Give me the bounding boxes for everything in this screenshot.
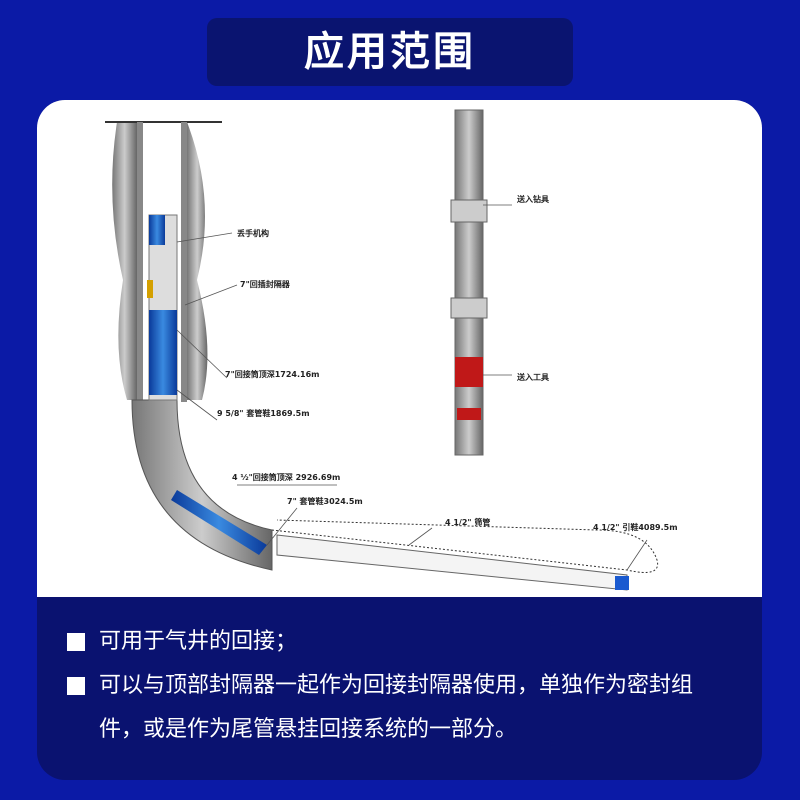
well-schematic: 丢手机构 7"回插封隔器 7"回接筒顶深1724.16m 9 5/8" 套管鞋1… — [105, 109, 678, 591]
label-release-mechanism: 丢手机构 — [237, 228, 269, 238]
label-running-tool: 送入工具 — [516, 372, 549, 382]
feature-list: 可用于气井的回接； 可以与顶部封隔器一起作为回接封隔器使用，单独作为密封组件，或… — [67, 620, 732, 752]
well-diagram: 丢手机构 7"回插封隔器 7"回接筒顶深1724.16m 9 5/8" 套管鞋1… — [37, 100, 762, 597]
bullet-square-icon — [67, 677, 85, 695]
list-item: 可以与顶部封隔器一起作为回接封隔器使用，单独作为密封组件，或是作为尾管悬挂回接系… — [67, 664, 732, 752]
application-card: 丢手机构 7"回插封隔器 7"回接筒顶深1724.16m 9 5/8" 套管鞋1… — [37, 100, 762, 780]
label-running-string: 送入钻具 — [516, 194, 549, 204]
label-casing-shoe-7: 7" 套管鞋3024.5m — [287, 496, 363, 506]
formation-wall-right — [187, 122, 208, 400]
label-tieback-top-4-5: 4 ½"回接筒顶深 2926.69m — [232, 472, 340, 482]
horizontal-liner — [271, 519, 659, 573]
page-title: 应用范围 — [207, 18, 573, 86]
bullet-square-icon — [67, 633, 85, 651]
list-item: 可用于气井的回接； — [67, 620, 732, 664]
label-screen-pipe: 4 1/2" 筛管 — [445, 517, 490, 527]
label-tieback-top-7: 7"回接筒顶深1724.16m — [225, 369, 320, 379]
label-guide-shoe: 4 1/2" 引鞋4089.5m — [593, 522, 678, 532]
label-casing-shoe-9-5-8: 9 5/8" 套管鞋1869.5m — [217, 408, 310, 418]
formation-wall-left — [112, 122, 137, 400]
label-tieback-packer: 7"回插封隔器 — [240, 279, 291, 289]
